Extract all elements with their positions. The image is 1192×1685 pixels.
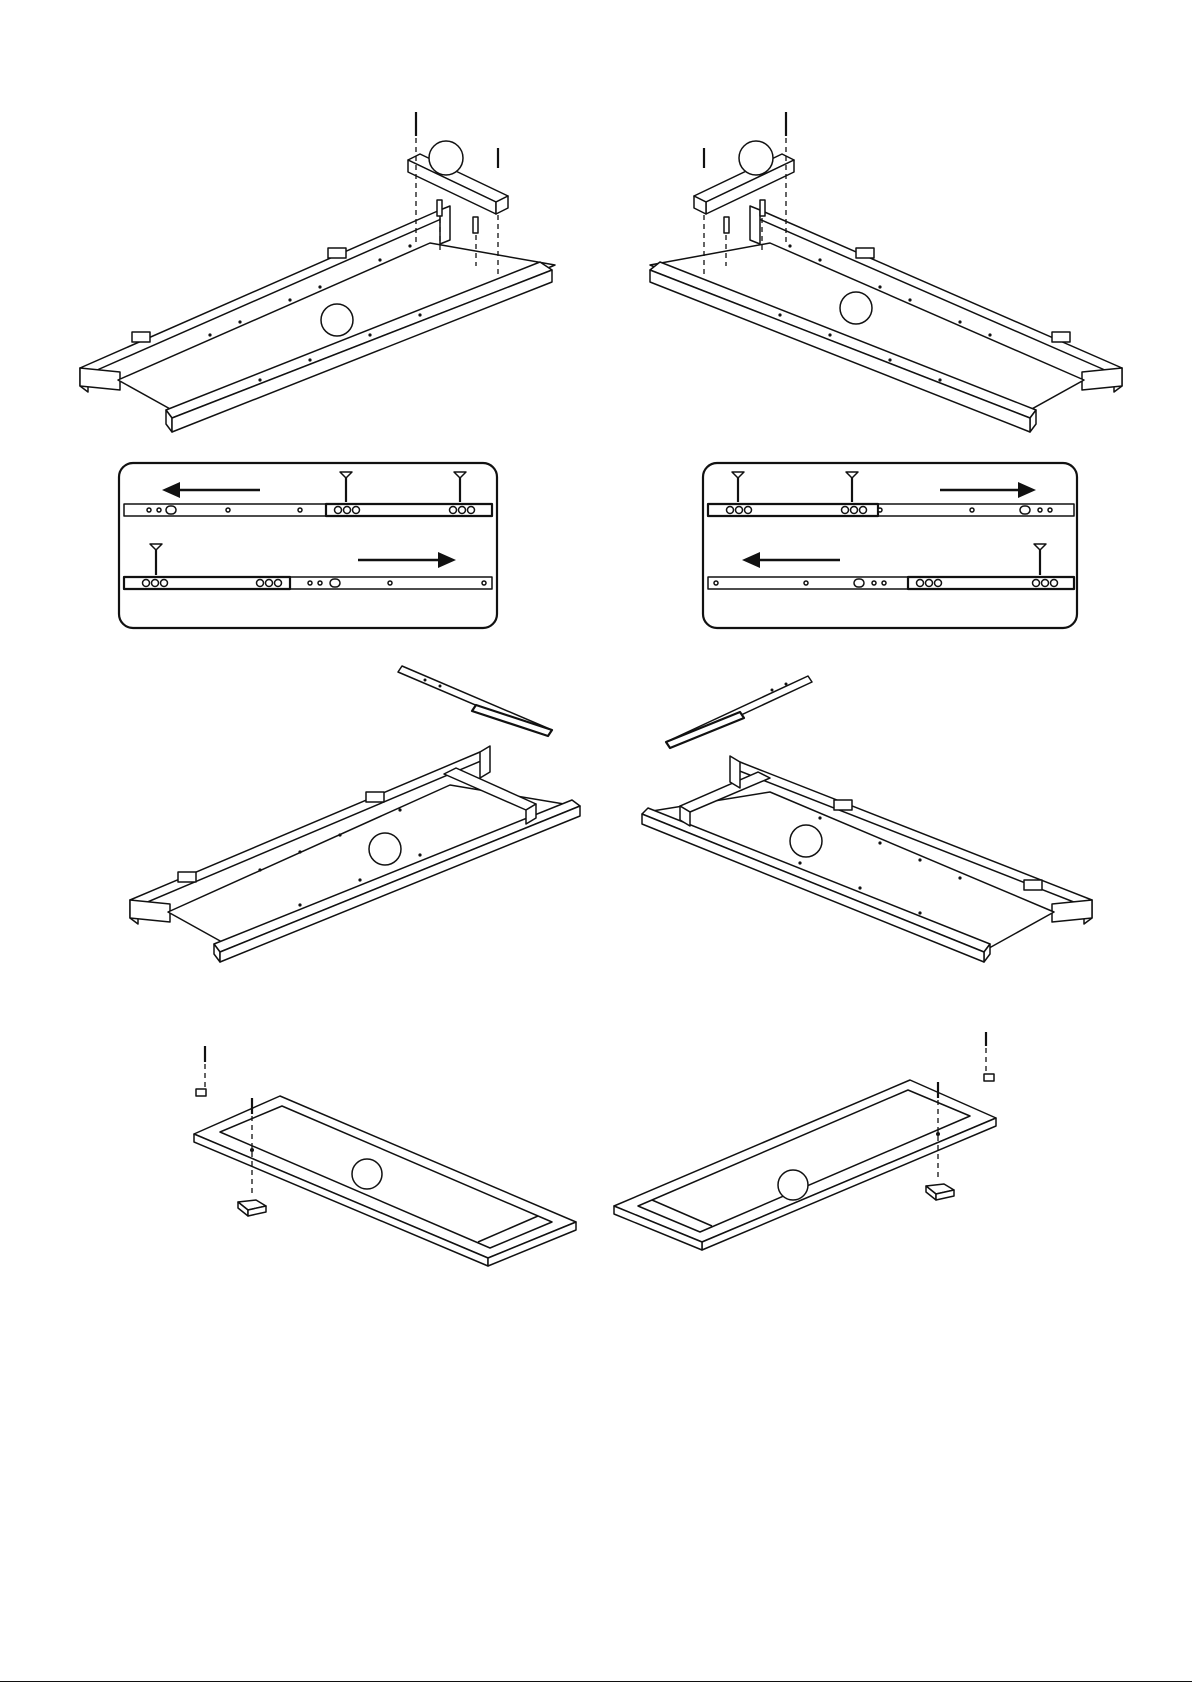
hinge-icon [834, 800, 852, 810]
part-callout [790, 825, 822, 857]
bracket-icon [196, 1089, 206, 1096]
hinge-icon [178, 872, 196, 882]
door-panel [194, 1096, 576, 1258]
dowel-icon [760, 200, 765, 216]
part-callout [352, 1159, 382, 1189]
step-drawer-slide-detail-left [119, 463, 497, 628]
bottom-panel [646, 792, 1054, 952]
step-attach-crossbar-left [80, 112, 555, 432]
hinge-icon [1024, 880, 1042, 890]
hinge-icon [328, 248, 346, 258]
part-callout [840, 292, 872, 324]
step-attach-crossbar-right [650, 112, 1122, 432]
step-attach-slide-right [642, 676, 1092, 962]
part-callout [321, 304, 353, 336]
bottom-panel [168, 785, 576, 952]
hinge-icon [132, 332, 150, 342]
part-callout [739, 141, 773, 175]
bracket-icon [984, 1074, 994, 1081]
dowel-icon [724, 217, 729, 233]
hinge-icon [366, 792, 384, 802]
step-drawer-slide-detail-right [703, 463, 1077, 628]
part-callout [429, 141, 463, 175]
hinge-icon [1052, 332, 1070, 342]
step-attach-slide-left [130, 666, 580, 962]
dowel-icon [437, 200, 442, 216]
step-attach-glide-left [194, 1046, 576, 1266]
page-bottom-rule [0, 1681, 1192, 1682]
part-callout [778, 1170, 808, 1200]
hinge-icon [856, 248, 874, 258]
step-attach-glide-right [614, 1032, 996, 1250]
dowel-icon [473, 217, 478, 233]
part-callout [369, 833, 401, 865]
door-panel [614, 1080, 996, 1242]
